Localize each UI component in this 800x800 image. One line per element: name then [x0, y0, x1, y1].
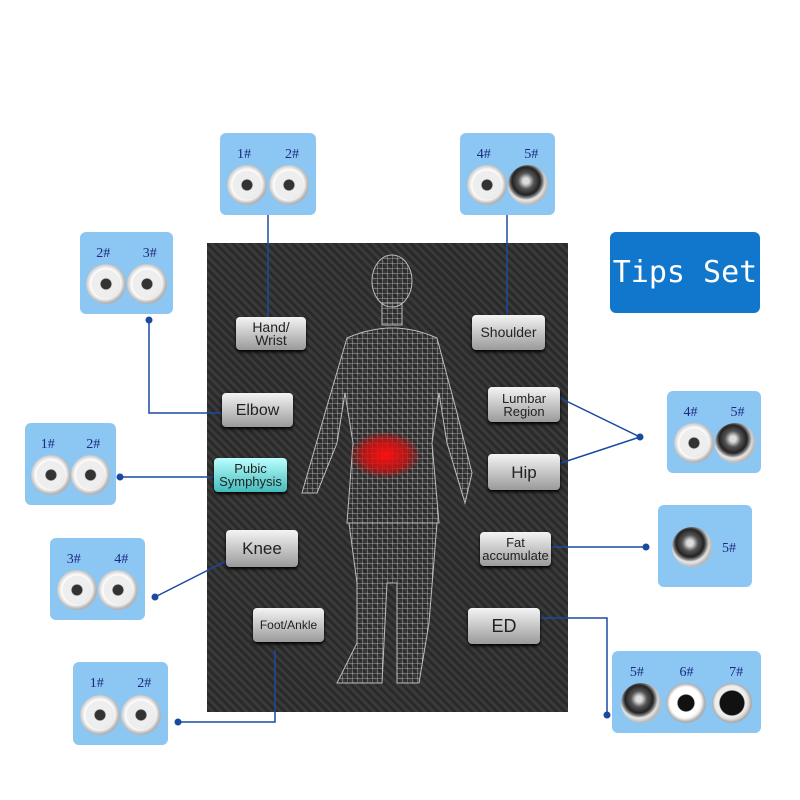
area-pubic-symphysis[interactable]: Pubic Symphysis: [214, 458, 287, 492]
tip-3-icon: [126, 264, 167, 304]
tip-6-icon: [666, 683, 707, 723]
tip-4-icon: [466, 165, 507, 205]
tip-label: 2#: [86, 437, 101, 452]
area-shoulder[interactable]: Shoulder: [472, 315, 545, 350]
tip-box-pubic: 1# 2#: [25, 423, 116, 505]
tip-label: 3#: [142, 246, 157, 261]
tip-7-icon: [712, 683, 753, 723]
pain-highlight: [349, 431, 421, 479]
tip-label: 3#: [66, 552, 81, 567]
tip-label: 2#: [137, 676, 152, 691]
tip-4-icon: [98, 570, 139, 610]
area-elbow[interactable]: Elbow: [222, 393, 293, 427]
tip-5-icon: [714, 423, 755, 463]
tip-2-icon: [86, 264, 127, 304]
tip-label: 1#: [40, 437, 55, 452]
tip-1-icon: [79, 695, 120, 735]
wireframe-body: [301, 254, 473, 684]
tip-label: 2#: [285, 147, 299, 162]
tip-label: 4#: [476, 147, 491, 162]
tip-5-icon: [672, 527, 712, 567]
tip-box-lumbar-hip: 4# 5#: [667, 391, 761, 473]
area-knee[interactable]: Knee: [226, 530, 298, 567]
tip-label: 4#: [683, 405, 698, 420]
tip-2-icon: [121, 695, 162, 735]
tip-box-knee: 3# 4#: [50, 538, 145, 620]
tip-label: 5#: [629, 665, 644, 680]
tip-box-elbow: 2# 3#: [80, 232, 173, 314]
tip-label: 1#: [89, 676, 104, 691]
tip-1-icon: [227, 165, 267, 205]
tips-set-title: Tips Set: [610, 232, 760, 313]
area-ed[interactable]: ED: [468, 608, 540, 644]
tip-label: 4#: [114, 552, 129, 567]
tip-label: 7#: [729, 665, 744, 680]
tip-label: 5#: [730, 405, 745, 420]
tip-label: 2#: [96, 246, 111, 261]
area-fat-accumulate[interactable]: Fat accumulate: [480, 532, 551, 566]
area-hand-wrist[interactable]: Hand/ Wrist: [236, 317, 306, 350]
tip-1-icon: [31, 455, 71, 495]
tip-4-icon: [673, 423, 714, 463]
tip-3-icon: [56, 570, 97, 610]
tip-box-shoulder: 4# 5#: [460, 133, 555, 215]
area-hip[interactable]: Hip: [488, 454, 560, 490]
tip-5-icon: [620, 683, 661, 723]
area-foot-ankle[interactable]: Foot/Ankle: [253, 608, 324, 642]
tip-box-fat: 5#: [658, 505, 752, 587]
tip-label: 5#: [524, 147, 539, 162]
tip-label: 1#: [237, 147, 251, 162]
tip-5-icon: [508, 165, 549, 205]
tip-box-hand: 1# 2#: [220, 133, 316, 215]
tip-label: 6#: [679, 665, 694, 680]
area-lumbar-region[interactable]: Lumbar Region: [488, 387, 560, 422]
tip-2-icon: [269, 165, 309, 205]
tip-box-foot: 1# 2#: [73, 662, 168, 745]
tip-box-ed: 5# 6# 7#: [612, 651, 761, 733]
tip-label: 5#: [722, 541, 736, 556]
tip-2-icon: [70, 455, 110, 495]
